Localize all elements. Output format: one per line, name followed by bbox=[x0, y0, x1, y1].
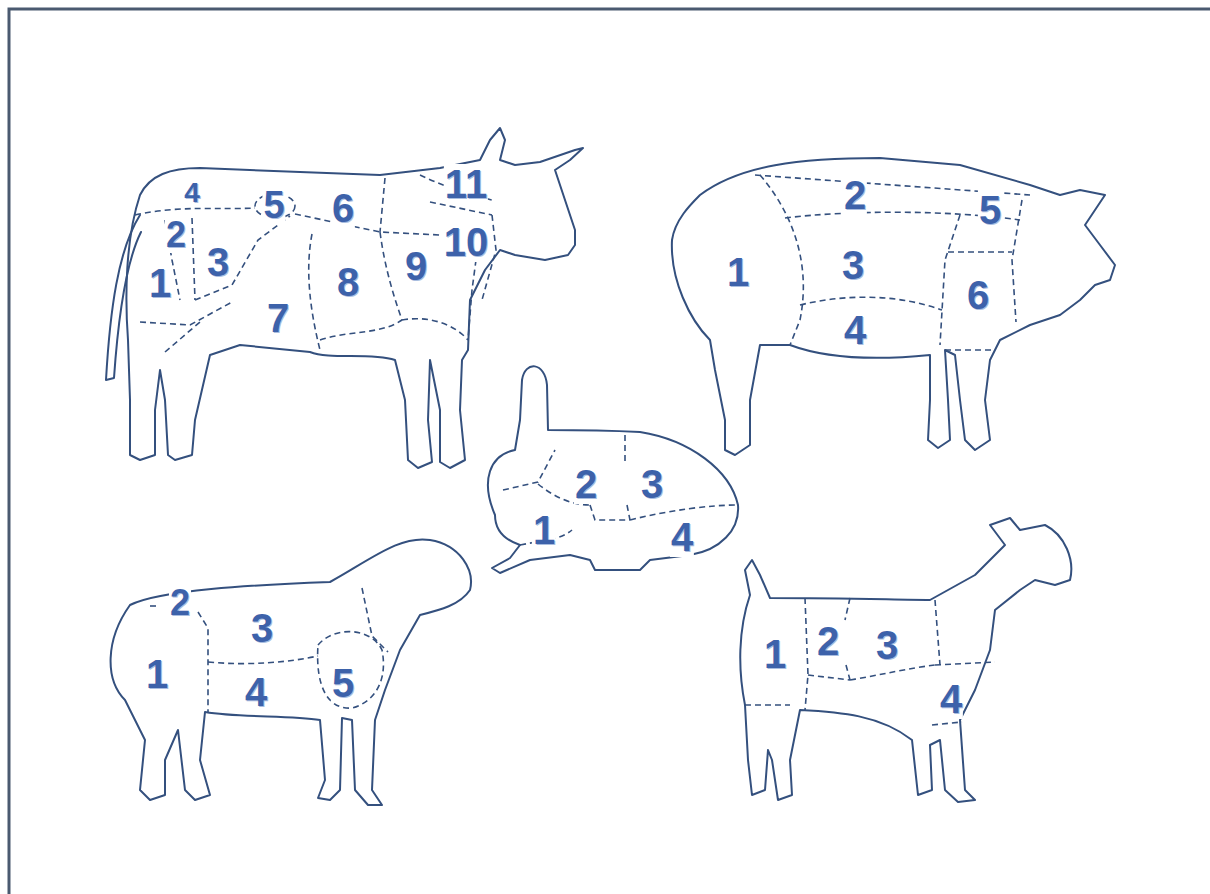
callout-number: 2 bbox=[169, 585, 191, 621]
callout-number: 1 bbox=[726, 252, 750, 292]
pig-figure bbox=[672, 158, 1115, 455]
callout-number: 3 bbox=[875, 625, 899, 665]
rabbit-outline bbox=[488, 366, 738, 573]
callout-number: 1 bbox=[148, 263, 172, 303]
cut-line bbox=[320, 320, 402, 340]
callout-number: 3 bbox=[250, 608, 274, 648]
callout-number: 1 bbox=[145, 654, 169, 694]
callout-number: 4 bbox=[939, 679, 963, 719]
cut-line bbox=[935, 662, 995, 665]
cut-line bbox=[402, 319, 468, 340]
cut-line bbox=[945, 349, 992, 351]
callout-number: 9 bbox=[404, 246, 428, 286]
callout-number: 3 bbox=[206, 242, 230, 282]
cut-line bbox=[948, 251, 1012, 253]
callout-number: 2 bbox=[574, 464, 598, 504]
cow-tail bbox=[106, 215, 141, 380]
callout-number: 6 bbox=[331, 188, 355, 228]
cut-line bbox=[1012, 200, 1022, 322]
callout-number: 7 bbox=[266, 298, 290, 338]
cut-line bbox=[932, 722, 962, 725]
goat-outline bbox=[740, 518, 1071, 802]
cut-line bbox=[165, 322, 200, 352]
callout-number: 5 bbox=[978, 190, 1002, 230]
cow-figure bbox=[106, 128, 583, 468]
rabbit-figure bbox=[488, 366, 738, 573]
callout-number: 11 bbox=[444, 164, 488, 204]
cut-line bbox=[309, 234, 320, 350]
sheep-outline bbox=[111, 539, 471, 805]
cut-line bbox=[935, 600, 940, 665]
cut-line bbox=[192, 218, 195, 300]
cut-line bbox=[208, 656, 318, 664]
cut-line bbox=[135, 208, 255, 215]
callout-number: 10 bbox=[443, 222, 490, 262]
callout-number: 2 bbox=[843, 175, 867, 215]
sheep-figure bbox=[111, 539, 471, 805]
callout-number: 2 bbox=[816, 621, 840, 661]
cut-line bbox=[760, 175, 803, 345]
callout-number: 2 bbox=[165, 217, 187, 253]
cut-line bbox=[503, 450, 555, 490]
cut-line bbox=[150, 605, 160, 607]
pig-outline bbox=[672, 158, 1115, 455]
callout-number: 1 bbox=[532, 510, 556, 550]
callout-number: 4 bbox=[843, 310, 867, 350]
cut-line bbox=[845, 598, 850, 680]
cut-line bbox=[318, 632, 384, 709]
cut-line bbox=[380, 178, 385, 232]
callout-number: 4 bbox=[670, 517, 694, 557]
cut-line bbox=[625, 435, 630, 520]
callout-number: 5 bbox=[331, 663, 355, 703]
goat-figure bbox=[740, 518, 1071, 802]
cut-line bbox=[362, 588, 388, 652]
cut-line bbox=[195, 216, 290, 300]
callout-number: 4 bbox=[244, 672, 268, 712]
cut-line bbox=[808, 675, 850, 680]
cut-line bbox=[940, 215, 960, 345]
callout-number: 1 bbox=[763, 634, 787, 674]
cut-line bbox=[800, 297, 942, 310]
cut-line bbox=[140, 302, 232, 325]
cut-line bbox=[380, 232, 402, 320]
callout-number: 8 bbox=[336, 262, 360, 302]
callout-number: 3 bbox=[640, 464, 664, 504]
callout-number: 5 bbox=[262, 186, 285, 224]
cut-line bbox=[745, 704, 790, 706]
callout-number: 4 bbox=[183, 179, 201, 207]
frame-border bbox=[9, 9, 1210, 894]
cow-outline bbox=[126, 128, 583, 468]
cut-line bbox=[198, 612, 208, 712]
cut-line bbox=[850, 665, 935, 680]
callout-number: 3 bbox=[841, 245, 865, 285]
callout-number: 6 bbox=[966, 275, 990, 315]
cut-line bbox=[805, 598, 808, 710]
